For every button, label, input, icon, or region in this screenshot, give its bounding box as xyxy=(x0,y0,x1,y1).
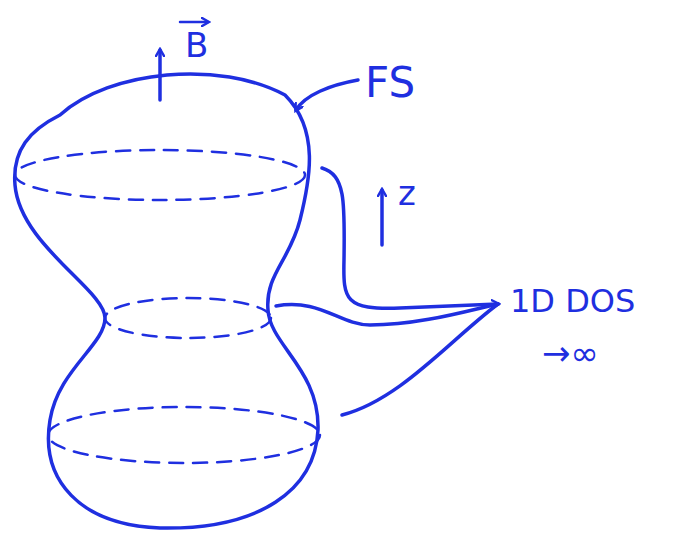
extremal-orbit xyxy=(48,407,320,463)
fermi-surface-outline xyxy=(15,74,318,528)
vector-arrow xyxy=(180,21,208,24)
extremal-orbit xyxy=(105,298,271,338)
leader-line xyxy=(276,304,498,325)
pointer-arrow xyxy=(296,80,358,110)
extremal-orbit xyxy=(15,150,305,200)
leader-line xyxy=(322,168,498,308)
axis-label: z xyxy=(398,176,416,210)
field-label: B xyxy=(185,28,208,62)
leader-line xyxy=(342,304,498,415)
fermi-surface-label: FS xyxy=(365,62,415,104)
axis-arrow xyxy=(380,190,384,245)
divergence-label: →∞ xyxy=(542,336,599,370)
dos-label: 1D DOS xyxy=(510,285,635,317)
field-arrow xyxy=(158,50,162,100)
